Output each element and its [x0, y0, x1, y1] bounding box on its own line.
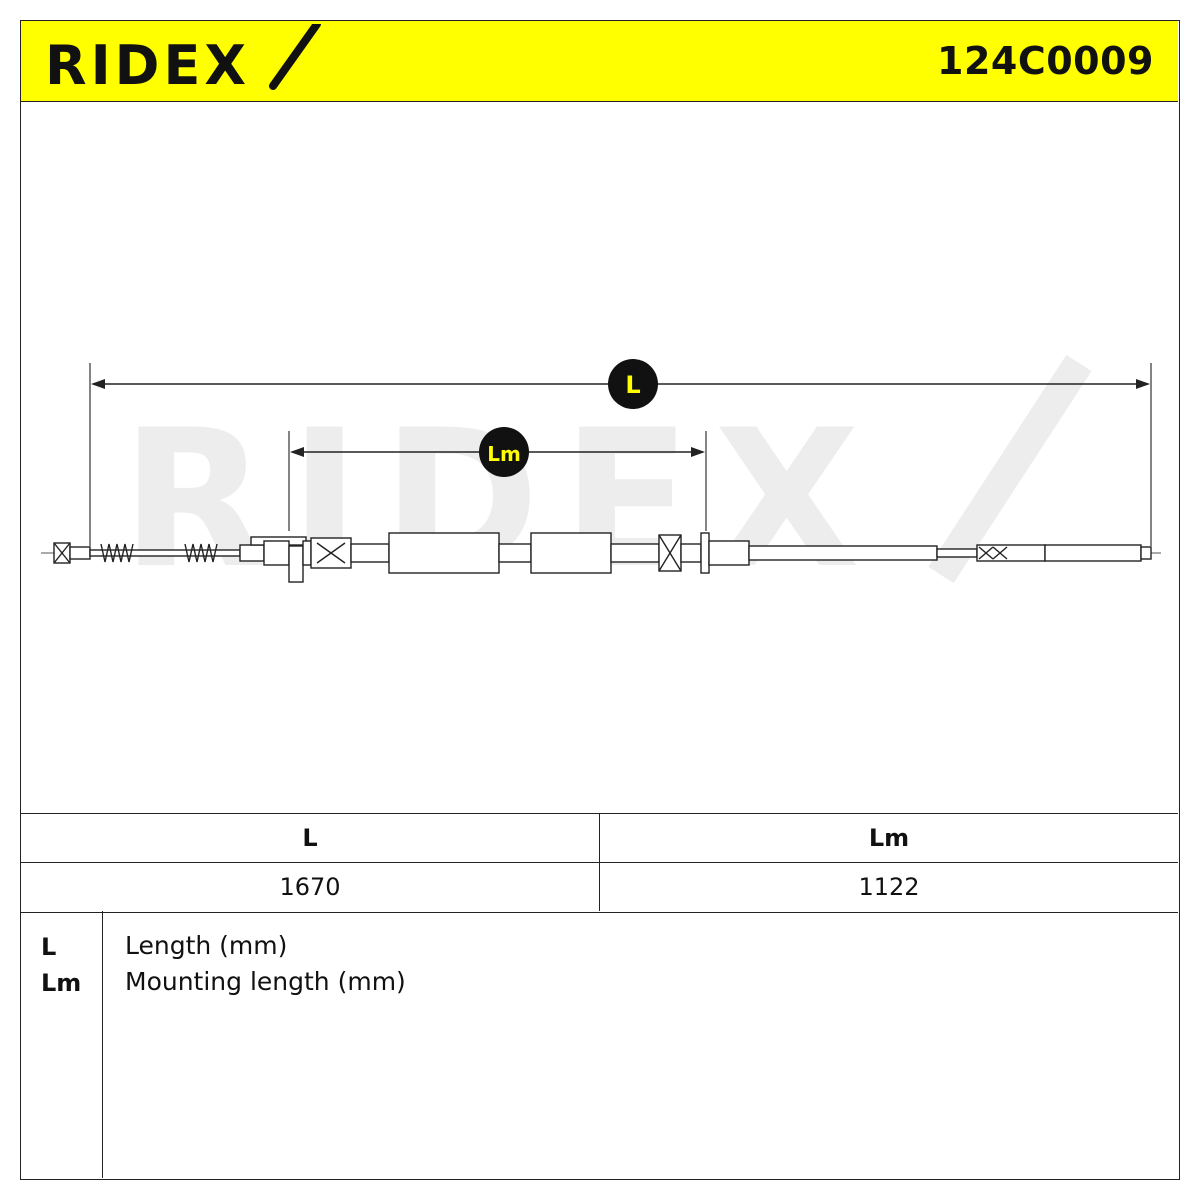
dimension-badge-lm-label: Lm	[487, 442, 521, 466]
header-bar: RIDEX 124C0009	[21, 21, 1178, 102]
brand-logo: RIDEX	[45, 24, 321, 96]
header-cell-lm: Lm	[868, 824, 910, 852]
return-spring-right	[184, 543, 218, 563]
legend-description-lm: Mounting length (mm)	[125, 967, 406, 996]
value-cell-l: 1670	[21, 863, 600, 911]
legend: L Lm Length (mm) Mounting length (mm)	[21, 911, 1178, 1178]
cable-assembly	[53, 532, 1152, 583]
legend-key-l: L	[41, 933, 57, 961]
legend-keys-column: L Lm	[21, 911, 103, 1178]
brand-logo-slash	[269, 24, 321, 90]
dimension-badge-lm: Lm	[479, 427, 529, 477]
dimension-badge-l-label: L	[625, 371, 640, 399]
value-cell-lm: 1122	[858, 873, 920, 901]
product-sheet: RIDEX 124C0009 RIDEX L	[20, 20, 1180, 1180]
brand-logo-text: RIDEX	[45, 34, 250, 96]
header-cell-l: L	[21, 814, 600, 862]
part-number: 124C0009	[937, 39, 1154, 83]
watermark-slash	[928, 354, 1092, 584]
return-spring-left	[100, 543, 134, 563]
watermark-text: RIDEX	[121, 389, 882, 610]
cable-drawing: RIDEX L Lm	[41, 354, 1161, 610]
dimension-table-header-row: L Lm	[21, 814, 1178, 863]
dimension-table: L Lm 1670 1122	[21, 813, 1178, 913]
extension-lines	[89, 363, 1152, 546]
dimension-badge-l: L	[608, 359, 658, 409]
legend-description-l: Length (mm)	[125, 931, 288, 960]
legend-key-lm: Lm	[41, 969, 82, 997]
dimension-table-value-row: 1670 1122	[21, 863, 1178, 911]
